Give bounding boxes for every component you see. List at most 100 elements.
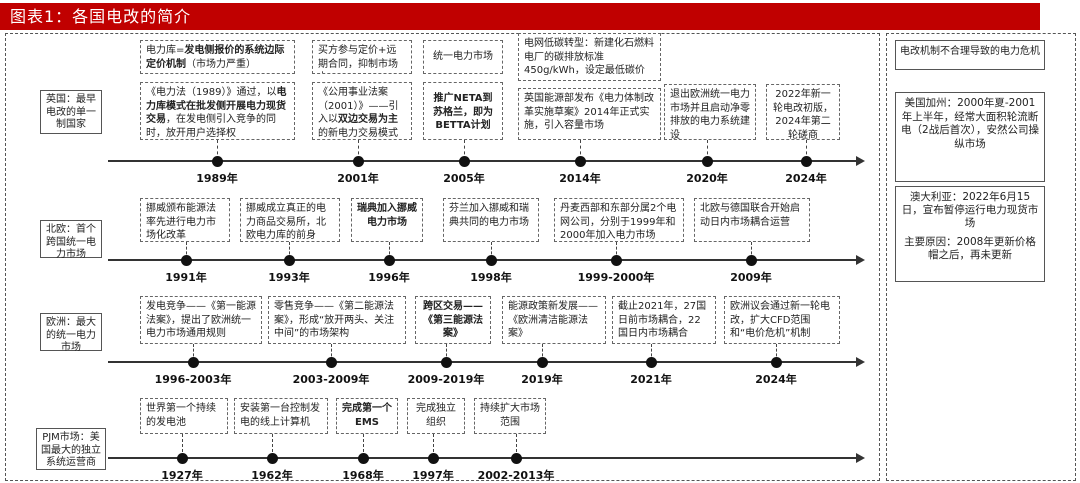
- uk-milestone-dot: [212, 156, 223, 167]
- uk-box-power-pool-text-a: 电力库=: [146, 45, 185, 56]
- pjm-stem: [516, 434, 517, 457]
- uk-box-electricity-act-text-b: 电力库模式在批发侧开展电力现货交易: [146, 87, 287, 125]
- nordic-timeline-arrow: [856, 255, 865, 265]
- uk-box-electricity-act-text-a: 《电力法（1989）》通过，以: [146, 87, 277, 98]
- uk-box-betta: 推广NETA到苏格兰，即为BETTA计划: [423, 82, 503, 140]
- uk-box-low-carbon: 电网低碳转型：新建化石燃料电厂的碳排放标准450g/kWh，设定最低碳价: [518, 33, 661, 81]
- uk-box-electricity-act-text-c: ，在发电侧引入竞争的同时，放开用户选择权: [146, 114, 276, 139]
- uk-box-neta: 《公用事业法案（2001）》——引入以双边交易为主的新电力交易模式NETA: [312, 82, 412, 140]
- europe-stem: [331, 344, 332, 361]
- nordic-stem: [289, 242, 290, 259]
- europe-box-clean-energy: 能源政策新发展——《欧洲清洁能源法案》: [502, 296, 606, 344]
- europe-milestone-dot: [441, 357, 452, 368]
- pjm-timeline-axis: [108, 457, 856, 459]
- europe-year-label: 2019年: [521, 373, 563, 386]
- uk-stem: [580, 140, 581, 160]
- pjm-stem: [363, 434, 364, 457]
- europe-box-second-package: 零售竞争——《第二能源法案》，形成“放开两头、关注中间”的市场架构: [268, 296, 406, 344]
- pjm-year-label: 1927年: [161, 469, 203, 482]
- region-pjm: PJM市场：美国最大的独立系统运营商: [36, 428, 106, 470]
- pjm-milestone-dot: [267, 453, 278, 464]
- right-california: 美国加州：2000年夏-2001年上半年，经常大面积轮流断电（2战后首次），安然…: [895, 92, 1045, 182]
- right-australia-reason: 主要原因：2008年更新价格帽之后，再未更新: [904, 236, 1036, 261]
- uk-stem: [707, 140, 708, 160]
- nordic-year-label: 1999-2000年: [577, 271, 655, 284]
- uk-box-2022-reform: 2022年新一轮电改初版，2024年第二轮磋商: [766, 84, 840, 140]
- europe-timeline-arrow: [856, 357, 865, 367]
- uk-stem: [806, 140, 807, 160]
- europe-milestone-dot: [537, 357, 548, 368]
- timeline-panel: [5, 33, 880, 481]
- europe-milestone-dot: [326, 357, 337, 368]
- region-nordic: 北欧：首个跨国统一电力市场: [40, 220, 102, 260]
- uk-box-power-pool: 电力库=发电侧报价的系统边际定价机制（市场力严重）: [140, 40, 295, 74]
- nordic-year-label: 1993年: [268, 271, 310, 284]
- nordic-stem: [389, 242, 390, 259]
- uk-milestone-dot: [575, 156, 586, 167]
- pjm-stem: [272, 434, 273, 457]
- pjm-timeline-arrow: [856, 453, 865, 463]
- uk-stem: [217, 140, 218, 160]
- pjm-year-label: 1968年: [342, 469, 384, 482]
- right-heading: 电改机制不合理导致的电力危机: [895, 40, 1045, 70]
- region-uk: 英国：最早电改的单一制国家: [40, 90, 102, 134]
- pjm-stem: [433, 434, 434, 457]
- europe-box-first-package: 发电竞争——《第一能源法案》，提出了欧洲统一电力市场通用规则: [140, 296, 262, 344]
- nordic-stem: [186, 242, 187, 259]
- pjm-milestone-dot: [511, 453, 522, 464]
- europe-stem: [542, 344, 543, 361]
- uk-milestone-dot: [801, 156, 812, 167]
- right-australia-event: 澳大利亚：2022年6月15日，宣布暂停运行电力现货市场: [901, 191, 1039, 229]
- europe-milestone-dot: [771, 357, 782, 368]
- uk-timeline-axis: [108, 160, 856, 162]
- pjm-year-label: 1962年: [251, 469, 293, 482]
- right-panel: [886, 33, 1076, 481]
- uk-year-label: 2001年: [337, 172, 379, 185]
- pjm-stem: [182, 434, 183, 457]
- nordic-milestone-dot: [611, 255, 622, 266]
- uk-year-label: 2014年: [559, 172, 601, 185]
- europe-year-label: 2009-2019年: [407, 373, 485, 386]
- uk-year-label: 2020年: [686, 172, 728, 185]
- nordic-stem: [751, 242, 752, 259]
- nordic-year-label: 2009年: [730, 271, 772, 284]
- uk-milestone-dot: [702, 156, 713, 167]
- nordic-box-1993: 挪威成立真正的电力商品交易所，北欧电力库的前身: [240, 198, 340, 242]
- nordic-milestone-dot: [384, 255, 395, 266]
- uk-milestone-dot: [353, 156, 364, 167]
- pjm-box-1927: 世界第一个持续的发电池: [140, 398, 228, 434]
- nordic-timeline-axis: [108, 259, 856, 261]
- uk-box-neta-text-b: 双边交易为主: [338, 114, 398, 125]
- uk-box-power-pool-text-b: 发电侧报价的系统边际定价机制: [146, 45, 285, 70]
- europe-timeline-axis: [108, 361, 856, 363]
- pjm-year-label: 1997年: [412, 469, 454, 482]
- europe-milestone-dot: [188, 357, 199, 368]
- nordic-box-1991: 挪威颁布能源法率先进行电力市场化改革: [140, 198, 230, 242]
- nordic-stem: [491, 242, 492, 259]
- uk-box-exit-eu: 退出欧洲统一电力市场并且启动净零排放的电力系统建设: [664, 84, 756, 140]
- nordic-year-label: 1996年: [368, 271, 410, 284]
- europe-box-cfd: 欧洲议会通过新一轮电改，扩大CFD范围和“电价危机”机制: [724, 296, 840, 344]
- uk-box-power-pool-text-c: （市场力严重）: [186, 58, 256, 70]
- uk-year-label: 2005年: [443, 172, 485, 185]
- uk-timeline-arrow: [856, 156, 865, 166]
- uk-box-unified-market: 统一电力市场: [423, 40, 503, 74]
- uk-stem: [358, 140, 359, 160]
- pjm-box-1997: 完成独立组织: [407, 398, 465, 434]
- europe-year-label: 2021年: [630, 373, 672, 386]
- pjm-milestone-dot: [358, 453, 369, 464]
- europe-stem: [651, 344, 652, 361]
- region-europe: 欧洲：最大的统一电力市场: [40, 313, 102, 353]
- nordic-milestone-dot: [746, 255, 757, 266]
- nordic-box-1999: 丹麦西部和东部分属2个电网公司，分别于1999年和2000年加入电力市场: [554, 198, 684, 242]
- nordic-milestone-dot: [284, 255, 295, 266]
- uk-box-buyer-pricing: 买方参与定价+远期合同，抑制市场力: [312, 40, 412, 74]
- nordic-box-1996: 瑞典加入挪威电力市场: [351, 198, 423, 242]
- uk-stem: [464, 140, 465, 160]
- pjm-box-1968: 完成第一个EMS: [336, 398, 398, 434]
- uk-year-label: 2024年: [785, 172, 827, 185]
- europe-stem: [446, 344, 447, 361]
- uk-milestone-dot: [459, 156, 470, 167]
- europe-box-coupling: 截止2021年，27国日前市场耦合，22国日内市场耦合: [612, 296, 716, 344]
- page-title: 图表1：各国电改的简介: [0, 3, 1040, 30]
